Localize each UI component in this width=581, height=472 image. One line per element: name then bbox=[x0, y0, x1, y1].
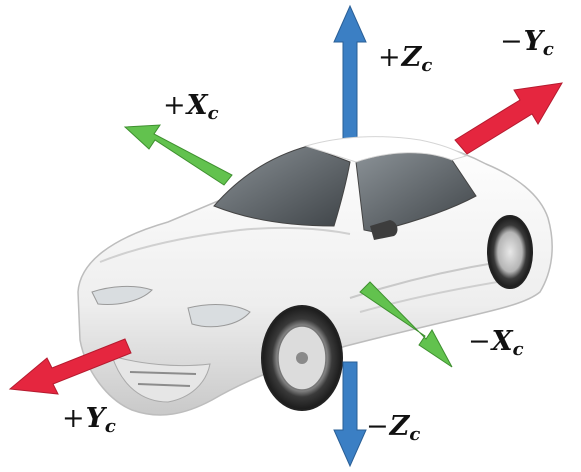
z-negative-label: −Zc bbox=[366, 411, 421, 445]
y-negative-arrow bbox=[454, 82, 563, 155]
z-negative-arrow bbox=[333, 361, 367, 468]
x-negative-label: −Xc bbox=[468, 326, 524, 360]
x-positive-arrow bbox=[123, 124, 233, 186]
x-positive-label: +Xc bbox=[163, 90, 219, 124]
y-positive-arrow bbox=[8, 338, 132, 395]
car-illustration bbox=[77, 136, 553, 416]
y-positive-label: +Yc bbox=[62, 403, 116, 437]
y-negative-label: −Yc bbox=[500, 26, 554, 60]
z-positive-arrow bbox=[333, 4, 367, 151]
x-negative-arrow bbox=[359, 281, 453, 368]
z-positive-label: +Zc bbox=[378, 42, 433, 76]
